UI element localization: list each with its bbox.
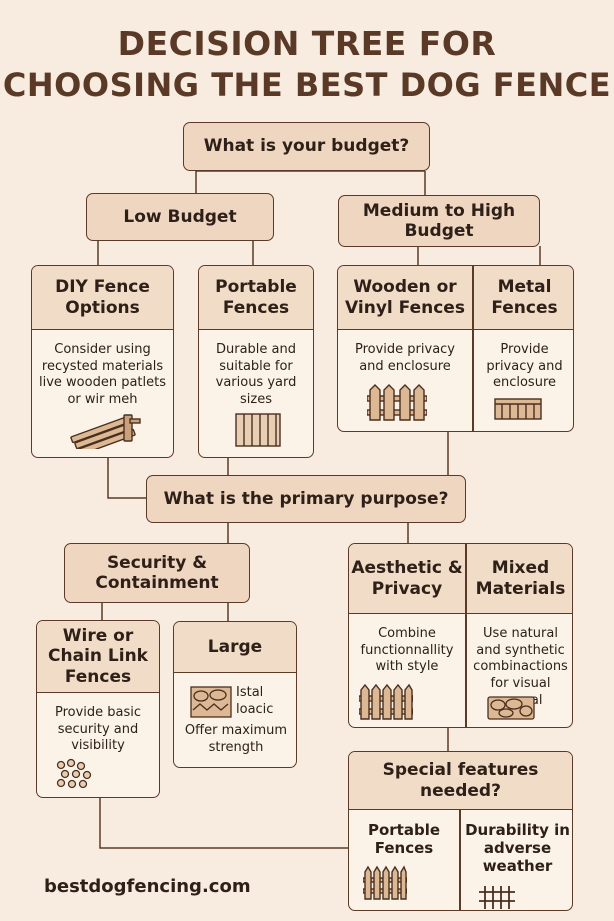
purpose-question-label: What is the primary purpose? <box>163 488 449 509</box>
diy-fence-title: DIY Fence Options <box>32 266 173 330</box>
title-line-2: CHOOSING THE BEST DOG FENCE <box>2 66 612 104</box>
security-containment-label: Security & Containment <box>95 552 219 593</box>
card-divider <box>465 544 467 727</box>
special-durability-column: Durability in adverse weather <box>461 810 572 910</box>
special-portable-column: Portable Fences <box>349 810 459 910</box>
picket-fence-icon <box>367 384 427 421</box>
fence-panel-icon <box>235 413 281 447</box>
portable-fences-card: Portable Fences Durable and suitable for… <box>198 265 314 458</box>
aesthetic-privacy-column: Aesthetic & Privacy Combine functionnall… <box>349 544 465 727</box>
wire-grid-icon <box>479 886 515 909</box>
aesthetic-mixed-card: Aesthetic & Privacy Combine functionnall… <box>348 543 573 728</box>
card-divider <box>459 810 461 910</box>
title-line-1: DECISION TREE FOR <box>117 24 497 63</box>
stone-wall-icon <box>190 686 232 718</box>
large-title: Large <box>174 622 296 673</box>
budget-question-label: What is your budget? <box>203 136 410 157</box>
aesthetic-privacy-title: Aesthetic & Privacy <box>349 544 465 614</box>
high-budget-box: Medium to High Budget <box>338 195 540 247</box>
wire-chain-link-text: Provide basic security and visibility <box>54 705 142 754</box>
low-budget-label: Low Budget <box>123 206 237 227</box>
large-card: Large Istal loacic Offer maximum strengt… <box>173 621 297 768</box>
wooden-metal-card: Wooden or Vinyl Fences Provide privacy a… <box>337 265 574 432</box>
purpose-question-box: What is the primary purpose? <box>146 475 466 523</box>
portable-fences-title: Portable Fences <box>199 266 313 330</box>
special-features-card: Special features needed? Portable Fences… <box>348 751 573 911</box>
security-containment-box: Security & Containment <box>64 543 250 603</box>
mixed-materials-column: Mixed Materials Use natural and syntheti… <box>467 544 572 727</box>
chain-link-icon <box>56 758 92 789</box>
wooden-pallets-icon <box>70 414 141 449</box>
metal-title: Metal Fences <box>474 266 573 330</box>
footer-website[interactable]: bestdogfencing.com <box>44 876 251 897</box>
wire-chain-link-title: Wire or Chain Link Fences <box>37 621 159 693</box>
wire-chain-link-card: Wire or Chain Link Fences Provide basic … <box>36 620 160 798</box>
mixed-materials-title: Mixed Materials <box>467 544 572 614</box>
portable-fences-text: Durable and suitable for various yard si… <box>215 342 297 407</box>
special-durability-title: Durability in adverse weather <box>465 821 570 875</box>
wooden-vinyl-column: Wooden or Vinyl Fences Provide privacy a… <box>338 266 472 431</box>
high-budget-label: Medium to High Budget <box>362 200 516 241</box>
diy-fence-card: DIY Fence Options Consider using recyste… <box>31 265 174 458</box>
picket-fence-icon <box>359 683 413 720</box>
special-features-title: Special features needed? <box>349 752 572 810</box>
metal-gate-icon <box>494 398 542 420</box>
budget-question-box: What is your budget? <box>183 122 430 171</box>
special-portable-title: Portable Fences <box>367 821 441 857</box>
large-text-1: Istal loacic <box>236 685 274 717</box>
wooden-vinyl-title: Wooden or Vinyl Fences <box>338 266 472 330</box>
low-budget-box: Low Budget <box>86 193 274 241</box>
large-text-2: Offer maximum strength <box>184 723 288 755</box>
metal-text: Provide privacy and enclosure <box>486 342 563 391</box>
card-divider <box>472 266 474 431</box>
metal-column: Metal Fences Provide privacy and enclosu… <box>474 266 573 431</box>
diy-fence-text: Consider using recysted materials live w… <box>38 342 166 407</box>
stone-wall-icon <box>487 696 535 720</box>
wooden-vinyl-text: Provide privacy and enclosure <box>354 342 456 374</box>
aesthetic-privacy-text: Combine functionnallity with style <box>360 626 454 675</box>
picket-fence-icon <box>363 865 407 900</box>
